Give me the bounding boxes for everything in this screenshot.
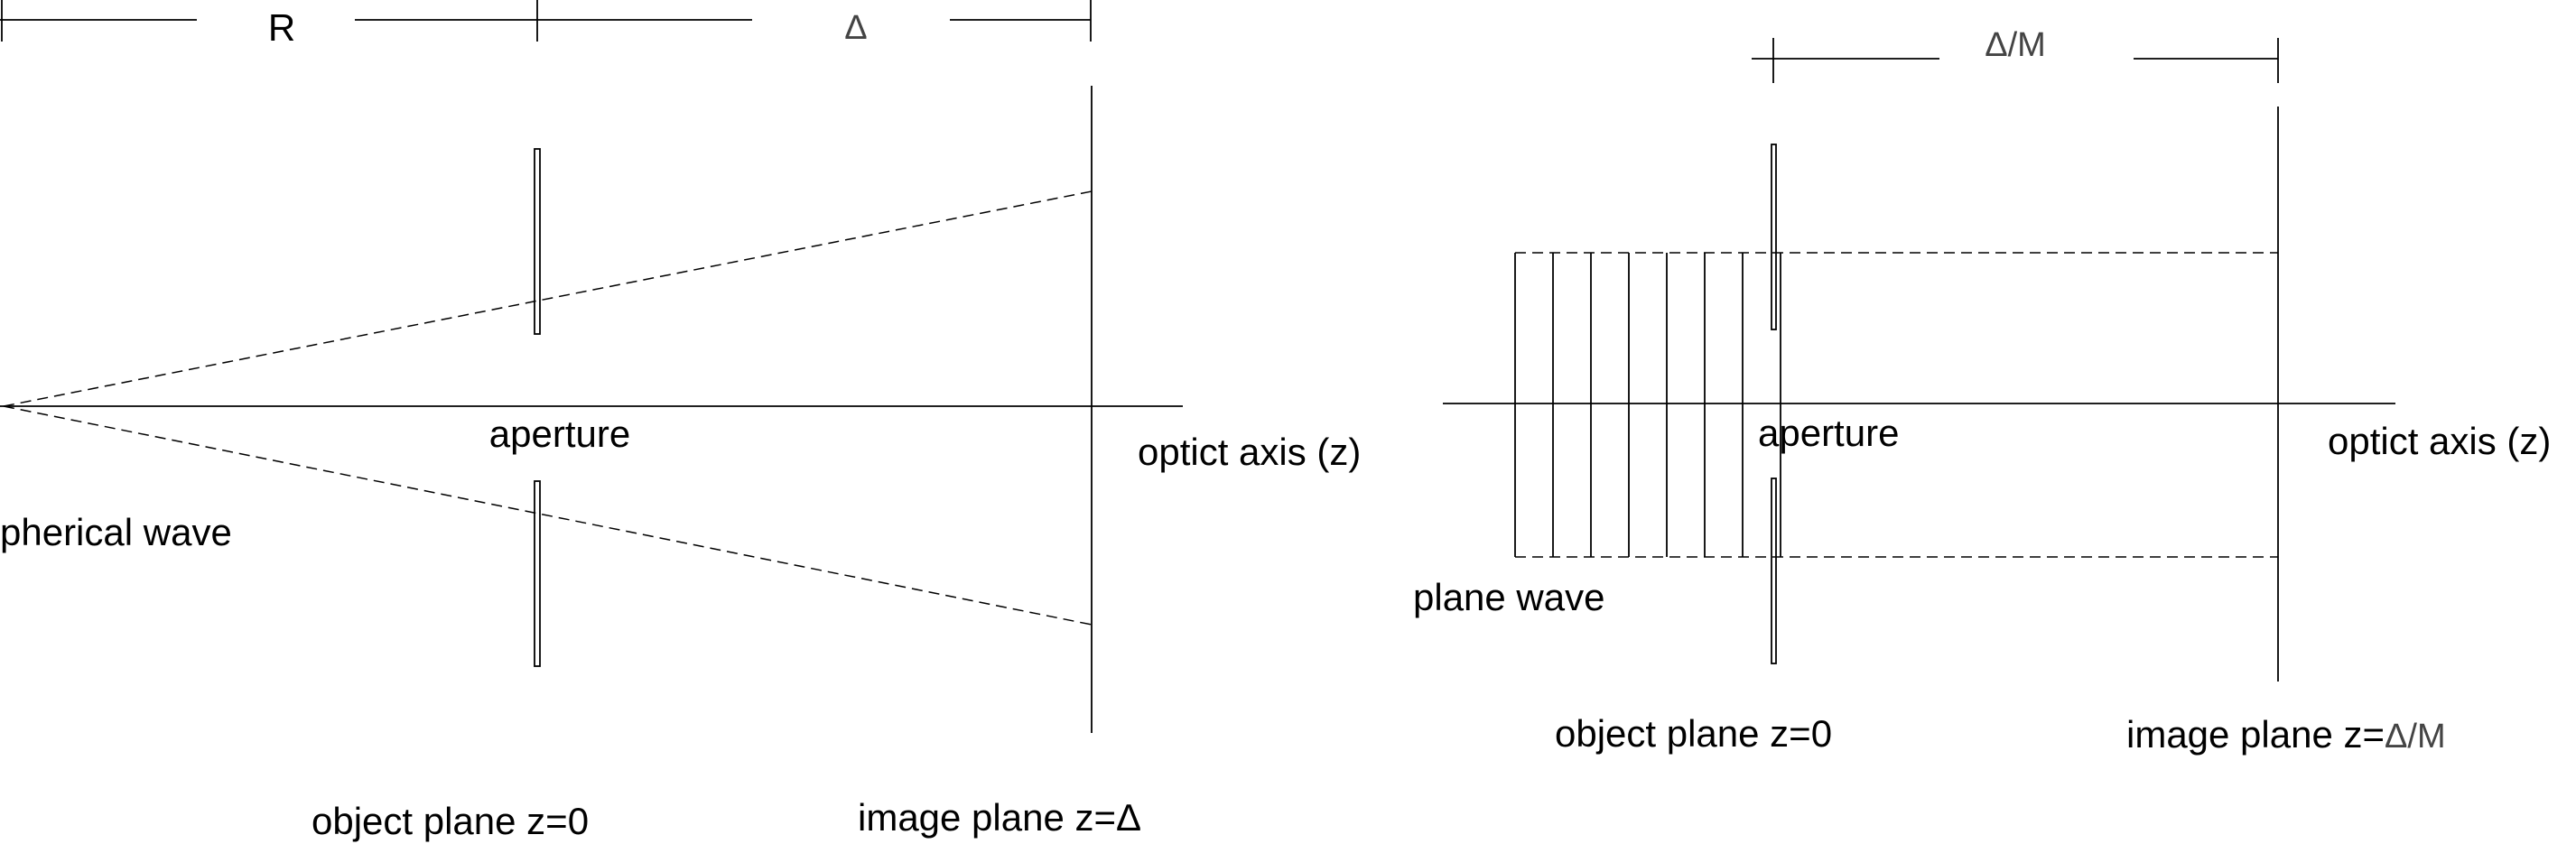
right-image-plane-label: image plane z=Δ/M: [2126, 713, 2446, 756]
right-dimension-line: [1752, 38, 2279, 83]
dimension-label-delta: Δ: [844, 9, 867, 47]
right-axis-label: optict axis (z): [2328, 420, 2551, 462]
plane-wave-rays: [1515, 252, 2278, 558]
right-image-plane-label-prefix: image plane z=: [2126, 713, 2385, 756]
left-axis-label: optict axis (z): [1138, 431, 1361, 473]
left-object-plane-label: object plane z=0: [312, 800, 589, 842]
spherical-wave-rays: [3, 190, 1093, 626]
left-panel: R Δ aperture optict axis (z) pherical wa…: [0, 0, 1361, 842]
right-object-plane-label: object plane z=0: [1555, 712, 1832, 755]
left-image-plane-label: image plane z=Δ: [858, 796, 1141, 839]
plane-wavefronts: [1514, 253, 1781, 557]
left-aperture: [534, 148, 541, 667]
dimension-label-R: R: [268, 6, 295, 49]
spherical-wave-label: pherical wave: [0, 511, 232, 553]
right-panel: Δ/M aperture optict axis (z) plan: [1413, 26, 2551, 756]
right-aperture-label: aperture: [1758, 412, 1899, 454]
plane-wave-label: plane wave: [1413, 576, 1604, 618]
dimension-label-delta-over-M: Δ/M: [1985, 26, 2046, 64]
right-aperture: [1771, 144, 1777, 664]
left-aperture-label: aperture: [489, 413, 630, 455]
left-dimension-line: [0, 0, 1092, 42]
right-image-plane-label-suffix: Δ/M: [2385, 718, 2446, 756]
